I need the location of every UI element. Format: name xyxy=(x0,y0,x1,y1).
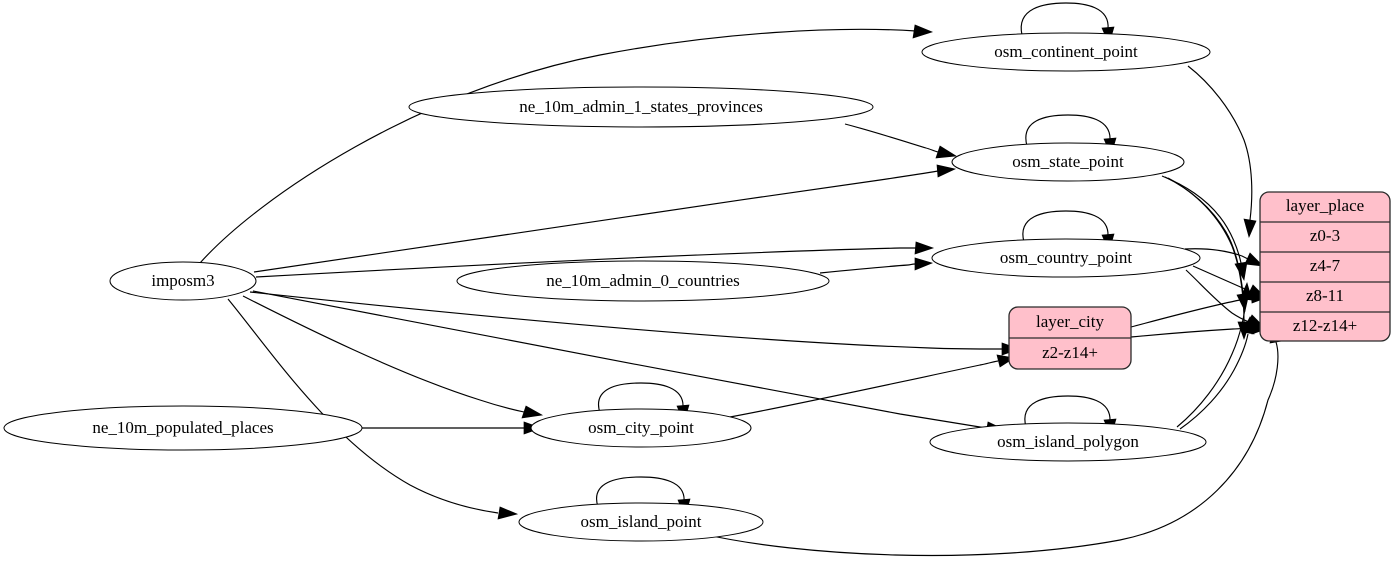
node-shape-ellipse xyxy=(530,408,752,448)
edge-ne-countries-to-osm-country-point xyxy=(819,263,916,274)
arrowhead xyxy=(1243,218,1257,239)
arrowhead xyxy=(936,164,957,178)
node-layer: imposm3 ne_10m_admin_1_states_provinces … xyxy=(3,32,1211,542)
edge-layer-city-to-layer-place-z8-11 xyxy=(1130,296,1253,328)
node-shape-ellipse xyxy=(921,32,1211,72)
node-label-osm-island-polygon: osm_island_polygon xyxy=(997,432,1139,451)
edge-osm-continent-point-to-layer-place-z0-3 xyxy=(1187,65,1253,221)
self-loop-osm-state-point xyxy=(1025,114,1111,147)
node-shape-ellipse xyxy=(3,405,363,451)
node-shape-ellipse xyxy=(518,502,764,542)
self-loop-osm-island-point xyxy=(596,476,685,508)
node-shape-ellipse xyxy=(951,142,1185,182)
arrowhead xyxy=(914,241,935,255)
node-label-osm-country-point: osm_country_point xyxy=(1000,248,1132,267)
node-ne-10m-admin-1-states-provinces[interactable]: ne_10m_admin_1_states_provinces xyxy=(408,86,874,128)
arrowhead xyxy=(1239,281,1253,301)
node-label-imposm3: imposm3 xyxy=(151,271,214,290)
layer-place-box xyxy=(1259,191,1391,342)
node-label-osm-city-point: osm_city_point xyxy=(588,418,694,437)
node-label-ne-states: ne_10m_admin_1_states_provinces xyxy=(519,97,763,116)
edge-imposm3-to-osm-island-point xyxy=(227,298,499,514)
edge-osm-island-polygon-to-layer-place-z8-11 xyxy=(1176,299,1247,428)
node-osm-city-point[interactable]: osm_city_point xyxy=(530,408,752,448)
node-shape-ellipse xyxy=(931,238,1201,278)
arrowhead xyxy=(521,405,544,419)
edge-imposm3-to-osm-island-polygon xyxy=(252,290,987,429)
self-loop-osm-island-polygon xyxy=(1024,395,1111,428)
layer-city-title: layer_city xyxy=(1036,312,1104,331)
node-label-osm-state-point: osm_state_point xyxy=(1012,152,1124,171)
arrowhead xyxy=(912,24,934,39)
node-shape-ellipse xyxy=(456,260,830,302)
arrowhead xyxy=(914,257,934,271)
node-osm-country-point[interactable]: osm_country_point xyxy=(931,238,1201,278)
edge-ne-states-to-osm-state-point xyxy=(844,123,939,153)
node-ne-10m-populated-places[interactable]: ne_10m_populated_places xyxy=(3,405,363,451)
node-shape-ellipse xyxy=(929,422,1207,462)
layer-place-row-z12-z14: z12-z14+ xyxy=(1293,316,1357,335)
layer-city-row-z2-z14: z2-z14+ xyxy=(1042,343,1098,362)
edge-imposm3-to-osm-continent-point xyxy=(199,28,917,264)
self-loop-osm-city-point xyxy=(597,382,684,414)
edge-osm-state-point-to-layer-place-z4-7 xyxy=(1161,175,1242,264)
arrowhead xyxy=(1244,252,1264,267)
layer-city-node[interactable]: layer_city z2-z14+ xyxy=(1008,306,1132,370)
node-shape-ellipse xyxy=(408,86,874,128)
edge-imposm3-to-osm-city-point xyxy=(242,295,525,413)
node-label-ne-countries: ne_10m_admin_0_countries xyxy=(546,271,740,290)
layer-place-row-z4-7: z4-7 xyxy=(1310,256,1341,275)
node-osm-continent-point[interactable]: osm_continent_point xyxy=(921,32,1211,72)
node-imposm3[interactable]: imposm3 xyxy=(109,261,257,301)
node-label-osm-island-point: osm_island_point xyxy=(581,512,702,531)
edge-layer xyxy=(199,2,1283,557)
edge-imposm3-to-layer-city xyxy=(249,291,1003,350)
layer-place-row-z0-3: z0-3 xyxy=(1310,226,1340,245)
layer-place-row-z8-11: z8-11 xyxy=(1306,286,1344,305)
self-loop-osm-continent-point xyxy=(1020,2,1109,36)
self-loop-osm-country-point xyxy=(1022,210,1109,243)
edge-layer-city-to-layer-place-z12 xyxy=(1130,327,1253,338)
node-label-ne-populated: ne_10m_populated_places xyxy=(92,418,273,437)
edge-osm-city-point-to-layer-city xyxy=(729,360,999,418)
node-osm-island-polygon[interactable]: osm_island_polygon xyxy=(929,422,1207,462)
node-ne-10m-admin-0-countries[interactable]: ne_10m_admin_0_countries xyxy=(456,260,830,302)
edge-osm-island-polygon-to-layer-place-z12 xyxy=(1179,333,1249,430)
edge-imposm3-to-osm-country-point xyxy=(255,247,916,278)
node-osm-island-point[interactable]: osm_island_point xyxy=(518,502,764,542)
layer-place-node[interactable]: layer_place z0-3 z4-7 z8-11 z12-z14+ xyxy=(1259,191,1391,342)
edge-osm-island-point-to-layer-place-z12 xyxy=(702,341,1279,557)
arrowhead xyxy=(497,506,519,520)
node-shape-ellipse xyxy=(109,261,257,301)
node-label-osm-continent-point: osm_continent_point xyxy=(994,42,1138,61)
edge-osm-country-point-to-layer-place-z12 xyxy=(1185,269,1250,323)
arrowhead xyxy=(935,145,958,159)
layer-place-title: layer_place xyxy=(1286,196,1364,215)
node-osm-state-point[interactable]: osm_state_point xyxy=(951,142,1185,182)
edge-osm-country-point-to-layer-place-z4-7 xyxy=(1184,248,1249,260)
edge-imposm3-to-osm-state-point xyxy=(253,170,939,273)
arrowhead xyxy=(1241,316,1255,335)
